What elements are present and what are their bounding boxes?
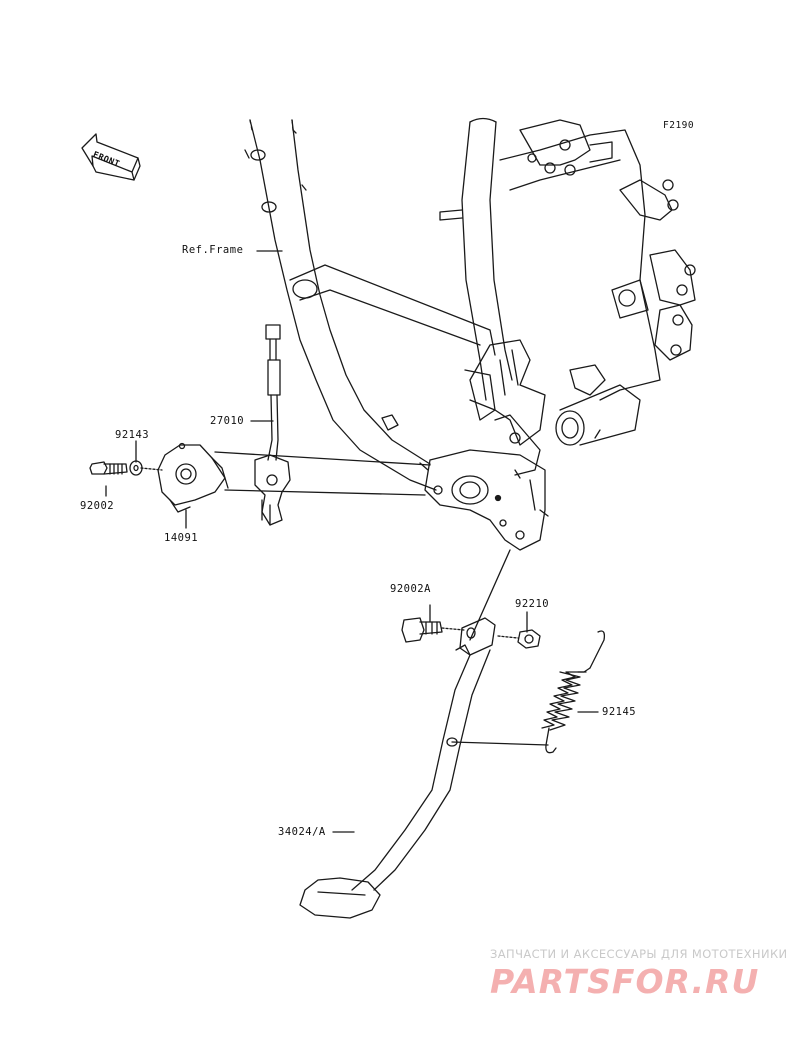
side-stand-switch-drawing	[214, 324, 431, 526]
part-label-92145: 92145	[602, 706, 637, 718]
leader-lines	[105, 250, 599, 833]
part-label-34024a: 34024/A	[278, 826, 326, 838]
nut-92210-drawing	[497, 629, 541, 649]
watermark-brand: PARTSFOR.RU	[490, 962, 760, 1001]
ref-frame-label: Ref.Frame	[182, 244, 244, 256]
bolt-92002-drawing	[89, 460, 163, 476]
part-label-92143: 92143	[115, 429, 150, 441]
part-label-14091: 14091	[164, 532, 199, 544]
part-label-92210: 92210	[515, 598, 550, 610]
part-label-92002: 92002	[80, 500, 115, 512]
watermark-caption: ЗАПЧАСТИ И АКСЕССУАРЫ ДЛЯ МОТОТЕХНИКИ	[490, 947, 788, 961]
cover-14091-drawing	[157, 442, 229, 513]
front-arrow-icon	[81, 133, 141, 181]
spring-92145-drawing	[541, 630, 606, 754]
frame-drawing	[244, 117, 696, 551]
part-label-27010: 27010	[210, 415, 245, 427]
pivot-bolt-92002a-drawing	[401, 617, 465, 643]
part-label-92002a: 92002A	[390, 583, 431, 595]
side-stand-34024a-drawing	[299, 549, 549, 919]
figure-code: F2190	[663, 120, 695, 131]
